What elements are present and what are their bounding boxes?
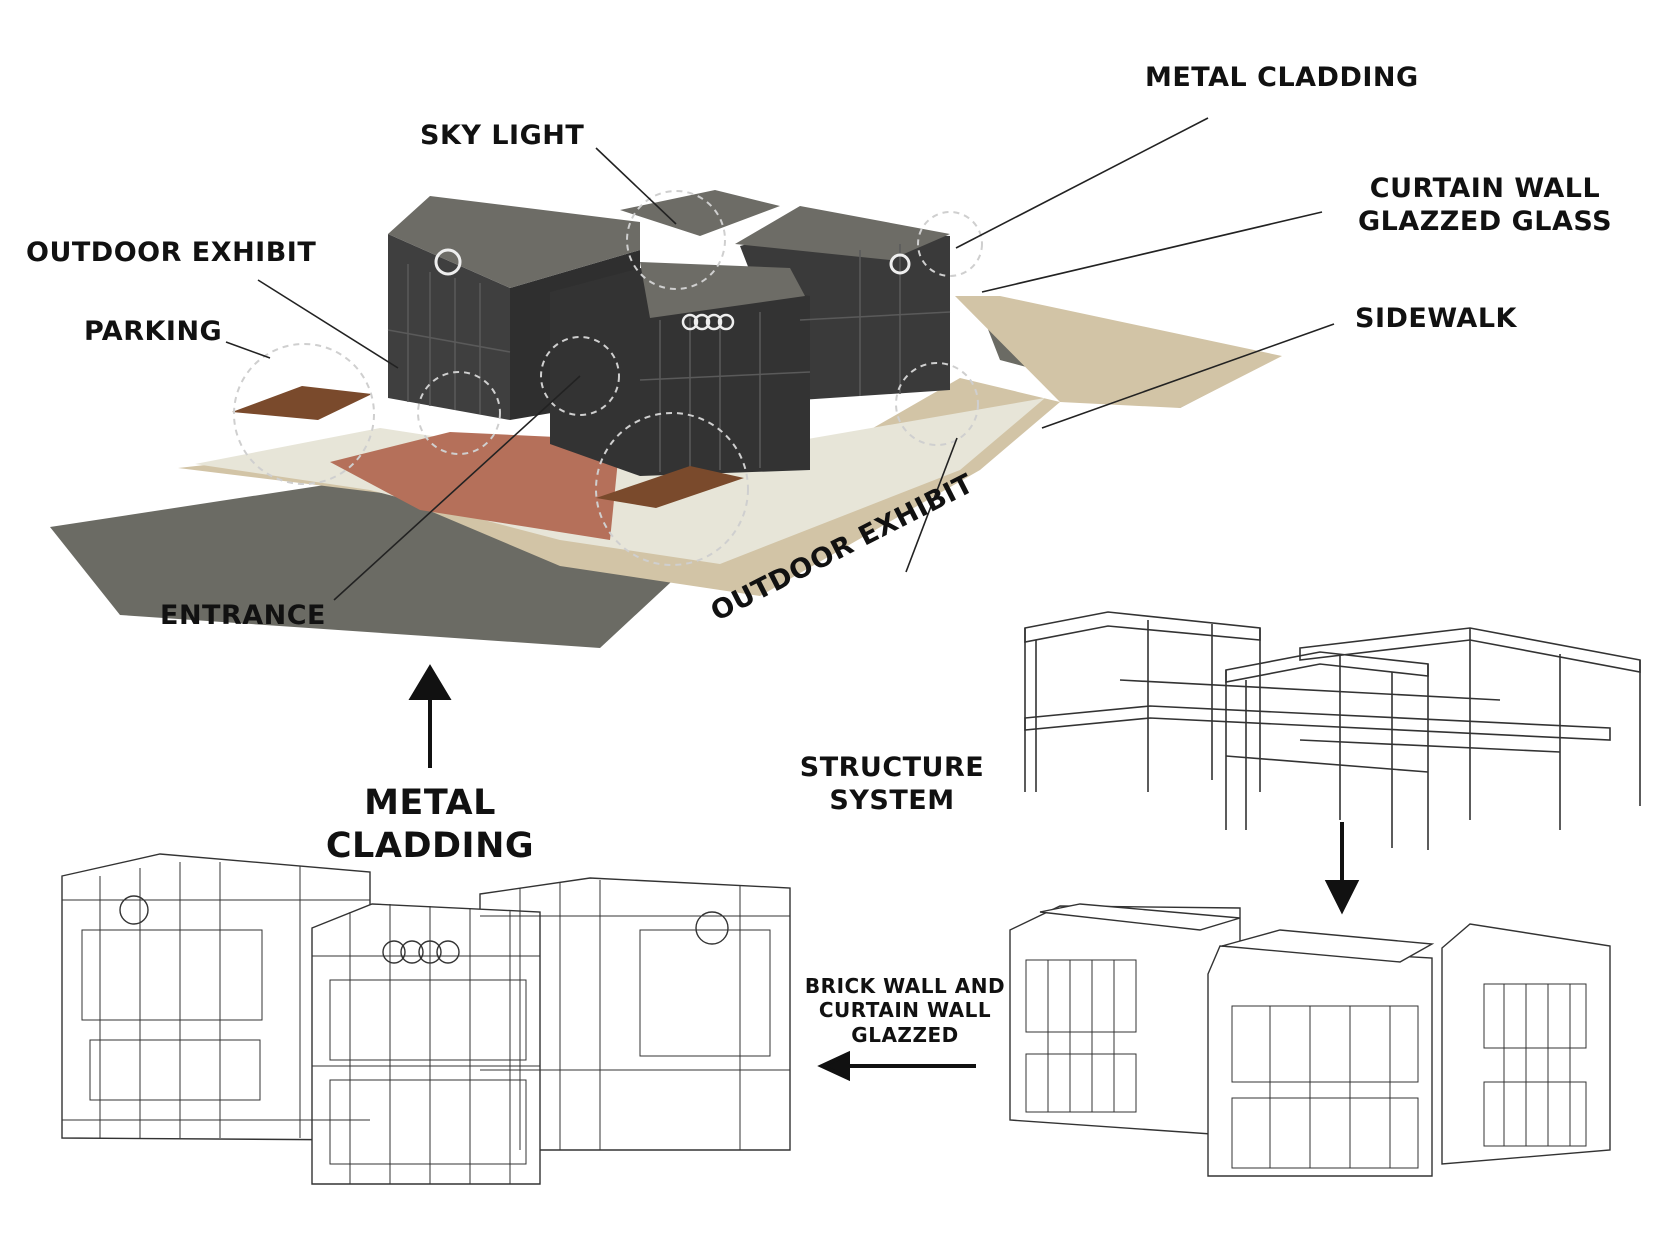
label-sky-light: SKY LIGHT xyxy=(420,120,585,151)
label-cladding-line1: METAL xyxy=(364,783,496,823)
arrow-left-head xyxy=(817,1050,850,1082)
label-brick-line3: GLAZZED xyxy=(851,1022,959,1047)
site-lawn xyxy=(195,398,1045,564)
site-render xyxy=(50,117,1335,648)
callout-circles xyxy=(233,190,983,566)
label-brick-line2: CURTAIN WALL xyxy=(818,998,992,1023)
pergola-left xyxy=(232,386,372,420)
vw-logo xyxy=(434,248,462,276)
label-outdoor-exhibit-top: OUTDOOR EXHIBIT xyxy=(26,237,317,268)
center-block-front xyxy=(550,268,810,476)
label-curtain-wall-line2: GLAZZED GLASS xyxy=(1357,205,1613,237)
structure-wireframe xyxy=(1024,611,1641,850)
label-entrance: ENTRANCE xyxy=(160,600,326,631)
audi-logo xyxy=(681,313,735,331)
entrance-plaza xyxy=(330,432,620,540)
right-block-roof xyxy=(735,206,950,260)
center-block-roof xyxy=(640,262,805,318)
brick-curtain-model xyxy=(1009,903,1611,1177)
label-curtain-wall: CURTAIN WALL GLAZZED GLASS xyxy=(1335,173,1635,239)
label-structure-line2: SYSTEM xyxy=(829,784,955,816)
brand-logo-right xyxy=(889,253,911,275)
audi-logo-outline xyxy=(382,940,460,964)
arrow-down-head xyxy=(1324,880,1360,915)
label-cladding-line2: CLADDING xyxy=(325,825,535,866)
back-block-roof xyxy=(620,190,780,236)
label-metal-cladding: METAL CLADDING xyxy=(1145,62,1419,93)
label-metal-cladding-stage: METAL CLADDING xyxy=(310,782,550,867)
label-brick-curtain: BRICK WALL AND CURTAIN WALL GLAZZED xyxy=(795,974,1015,1047)
vw-logo-outline xyxy=(119,895,149,925)
pergola-right xyxy=(596,466,744,508)
sidewalk-right xyxy=(955,296,1282,408)
label-structure-line1: STRUCTURE xyxy=(799,752,985,783)
label-brick-line1: BRICK WALL AND xyxy=(804,974,1006,998)
leader-lines xyxy=(225,117,1335,601)
arrow-up-head xyxy=(408,664,452,700)
label-structure-system: STRUCTURE SYSTEM xyxy=(782,752,1002,818)
label-sidewalk: SIDEWALK xyxy=(1355,303,1517,334)
brand-logo-outline xyxy=(695,911,729,945)
flow-arrows xyxy=(408,664,1360,1082)
metal-cladding-model xyxy=(61,853,791,1185)
label-curtain-wall-line1: CURTAIN WALL xyxy=(1369,173,1601,204)
facade-glazing xyxy=(387,244,951,472)
label-parking: PARKING xyxy=(84,316,223,347)
left-block-roof xyxy=(388,196,640,288)
